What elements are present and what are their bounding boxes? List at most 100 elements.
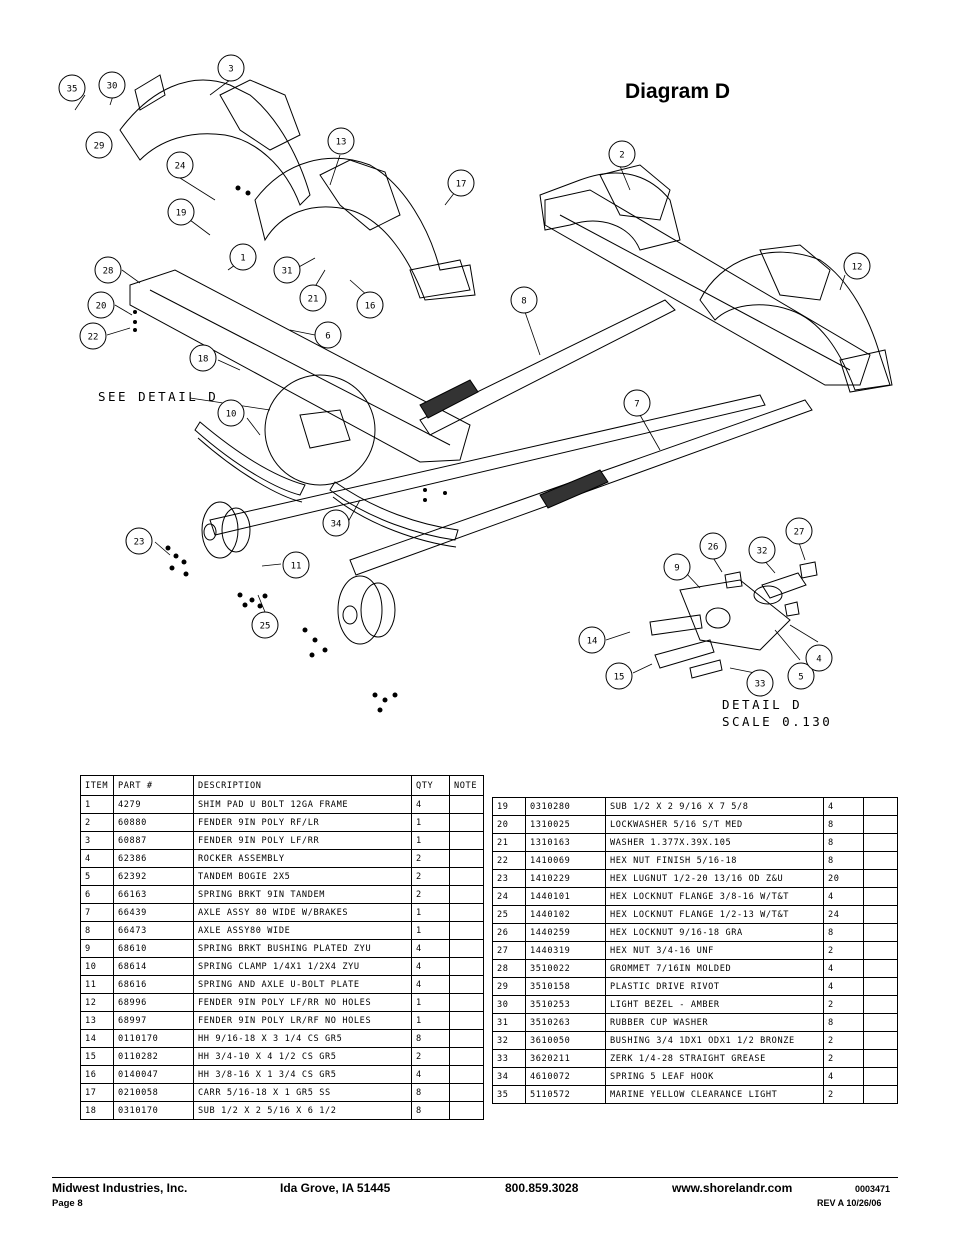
cell-item: 28 [492,959,526,978]
cell-qty: 4 [411,939,450,958]
cell-item: 14 [80,1029,114,1048]
cell-item: 19 [492,797,526,816]
callout-circle [787,662,815,690]
callout-circle [699,532,727,560]
cell-note [449,885,484,904]
cell-qty: 2 [823,1049,864,1068]
cell-item: 20 [492,815,526,834]
hardware-dots [133,185,447,713]
cell-part-number: 3510263 [525,1013,606,1032]
cell-qty: 1 [411,903,450,922]
callout-number: 22 [88,333,99,343]
cell-note [863,815,898,834]
cell-note [449,813,484,832]
cell-description: FENDER 9IN POLY LF/RR NO HOLES [193,993,412,1012]
table-header-row: ITEM PART # DESCRIPTION QTY NOTE [80,775,484,796]
callout-number: 9 [674,564,679,574]
cell-qty: 2 [823,995,864,1014]
cell-description: HEX LOCKNUT FLANGE 3/8-16 W/T&T [605,887,824,906]
callout-circle [98,71,126,99]
cell-item: 3 [80,831,114,850]
callout-circle [785,517,813,545]
callout-circle [578,626,606,654]
callout-number: 10 [226,410,237,420]
footer-rule [52,1177,898,1178]
fender-right-front [539,164,681,251]
cell-item: 35 [492,1085,526,1104]
cell-item: 32 [492,1031,526,1050]
detail-d-bracket [649,561,818,679]
callout-number: 30 [107,82,118,92]
cell-part-number: 68996 [113,993,194,1012]
cell-part-number: 66439 [113,903,194,922]
cell-description: HEX LOCKNUT FLANGE 1/2-13 W/T&T [605,905,824,924]
hub-right [337,575,396,645]
cell-note [449,903,484,922]
callout-number: 31 [282,267,293,277]
cell-qty: 8 [823,1013,864,1032]
cell-part-number: 66163 [113,885,194,904]
callout-circle [217,54,245,82]
cell-part-number: 4610072 [525,1067,606,1086]
callout-circle [282,551,310,579]
callout-circle [87,291,115,319]
cell-qty: 1 [411,921,450,940]
cell-part-number: 5110572 [525,1085,606,1104]
cell-item: 5 [80,867,114,886]
callout-number: 6 [325,332,330,342]
cell-part-number: 60887 [113,831,194,850]
cell-qty: 4 [823,887,864,906]
cell-item: 15 [80,1047,114,1066]
cell-note [863,1013,898,1032]
callout-number: 2 [619,151,624,161]
callout-number: 16 [365,302,376,312]
cell-note [449,1047,484,1066]
cell-note [863,851,898,870]
cell-note [863,1049,898,1068]
col-header-note: NOTE [449,775,484,796]
cell-description: AXLE ASSY80 WIDE [193,921,412,940]
cell-note [863,923,898,942]
cell-qty: 8 [411,1029,450,1048]
exploded-parts-diagram: 3530329241317219131211628202268121810723… [58,54,893,713]
cell-item: 12 [80,993,114,1012]
fender-left-front [119,74,311,206]
callout-circle [94,256,122,284]
callout-circle [229,243,257,271]
hub-left [201,501,251,559]
cell-item: 26 [492,923,526,942]
callout-number: 19 [176,209,187,219]
callout-circle [447,169,475,197]
cell-item: 1 [80,795,114,814]
callout-circle [217,399,245,427]
cell-description: TANDEM BOGIE 2X5 [193,867,412,886]
callout-circle [251,611,279,639]
cell-item: 22 [492,851,526,870]
cell-part-number: 60880 [113,813,194,832]
cell-part-number: 68610 [113,939,194,958]
cell-note [863,977,898,996]
cell-note [449,1065,484,1084]
callout-circle [166,151,194,179]
callout-number: 27 [794,528,805,538]
cell-item: 30 [492,995,526,1014]
cell-description: ROCKER ASSEMBLY [193,849,412,868]
callout-circle [608,140,636,168]
cell-qty: 8 [823,815,864,834]
cell-part-number: 62386 [113,849,194,868]
cell-item: 17 [80,1083,114,1102]
cell-qty: 4 [411,957,450,976]
cell-description: ZERK 1/4-28 STRAIGHT GREASE [605,1049,824,1068]
cell-note [863,959,898,978]
callout-number: 8 [521,297,526,307]
